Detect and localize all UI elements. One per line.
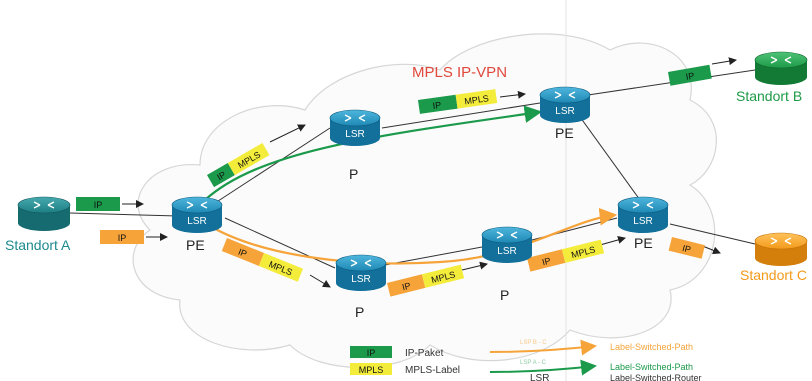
arrow-mpls-lower <box>309 274 331 288</box>
svg-text:IP-Paket: IP-Paket <box>405 348 444 359</box>
arrow-mpls-right <box>599 236 626 246</box>
svg-text:LSP A - C: LSP A - C <box>520 360 547 366</box>
svg-text:IP: IP <box>681 243 692 255</box>
legend-lsp-b: LSP B - C Label-Switched-Path <box>489 339 693 356</box>
svg-text:Label-Switched-Path: Label-Switched-Path <box>610 362 693 372</box>
router-lsr-pe-top: LSR <box>539 86 591 123</box>
svg-text:IP: IP <box>685 71 695 82</box>
router-lsr-p-bottom: LSR <box>335 254 387 291</box>
role-p-top: P <box>349 166 358 182</box>
router-lsr-pe-left: LSR <box>171 196 223 233</box>
site-c-label: Standort C <box>740 267 807 283</box>
packet-ip-c: IP <box>668 237 705 259</box>
svg-text:LSR: LSR <box>345 129 364 140</box>
packet-ip-a-orange: IP <box>100 230 144 244</box>
role-pe-left: PE <box>186 237 205 253</box>
packet-mpls-ip-top: IP MPLS <box>418 89 498 114</box>
svg-text:LSR: LSR <box>633 216 652 227</box>
legend-lsp-a: LSP A - C Label-Switched-Path <box>489 359 693 376</box>
router-cross-icons <box>186 91 654 267</box>
site-router-a <box>17 196 71 231</box>
role-pe-top: PE <box>555 125 574 141</box>
packet-mpls-ip-right: IP MPLS <box>527 239 605 272</box>
svg-text:LSR: LSR <box>497 246 516 257</box>
svg-text:IP: IP <box>401 281 412 293</box>
svg-text:MPLS: MPLS <box>359 365 384 375</box>
role-p-mid: P <box>500 287 509 303</box>
svg-text:LSR: LSR <box>530 373 549 381</box>
svg-text:IP: IP <box>541 256 552 268</box>
svg-text:IP: IP <box>367 348 376 358</box>
svg-text:LSP B - C: LSP B - C <box>520 340 547 346</box>
lsp-orange-path <box>209 207 618 265</box>
site-a-label: Standort A <box>5 237 71 253</box>
svg-text:Label-Switched-Router: Label-Switched-Router <box>610 373 702 381</box>
packet-mpls-ip-upper: IP MPLS <box>207 143 270 188</box>
svg-text:MPLS: MPLS <box>464 93 490 106</box>
packet-ip-b: IP <box>668 64 712 86</box>
router-lsr-p-top: LSR <box>329 109 381 146</box>
router-lsr-p-mid: LSR <box>481 226 533 263</box>
arrow-mpls-top <box>499 90 526 99</box>
svg-text:MPLS-Label: MPLS-Label <box>405 365 460 376</box>
router-lsr-pe-right: LSR <box>617 196 669 233</box>
arrow-mpls-mid <box>461 261 488 271</box>
packet-mpls-ip-lower: IP MPLS <box>221 238 304 282</box>
svg-text:LSR: LSR <box>351 274 370 285</box>
svg-text:IP: IP <box>237 247 249 259</box>
site-router-c <box>754 232 808 266</box>
site-b-label: Standort B <box>736 88 802 104</box>
cloud-title: MPLS IP-VPN <box>412 64 507 81</box>
packet-ip-a-green: IP <box>76 197 120 211</box>
svg-text:LSR: LSR <box>555 106 574 117</box>
role-p-bottom: P <box>355 304 364 320</box>
legend-lsr: LSR Label-Switched-Router <box>530 373 702 381</box>
svg-text:Label-Switched-Path: Label-Switched-Path <box>610 342 693 352</box>
site-router-b <box>754 51 808 85</box>
arrow-ip-b <box>711 57 737 66</box>
svg-text:IP: IP <box>118 233 127 243</box>
svg-text:LSR: LSR <box>187 216 206 227</box>
svg-text:IP: IP <box>432 100 442 111</box>
packet-mpls-ip-mid: IP MPLS <box>387 264 465 297</box>
legend-mpls: MPLS MPLS-Label <box>350 363 460 376</box>
links <box>69 69 756 269</box>
legend: IP IP-Paket MPLS MPLS-Label LSP B - C La… <box>350 339 702 381</box>
arrow-mpls-upper <box>269 124 306 143</box>
lsp-green-path <box>204 105 543 201</box>
svg-text:IP: IP <box>94 200 103 210</box>
role-pe-right: PE <box>634 235 653 251</box>
legend-ip: IP IP-Paket <box>350 346 444 359</box>
